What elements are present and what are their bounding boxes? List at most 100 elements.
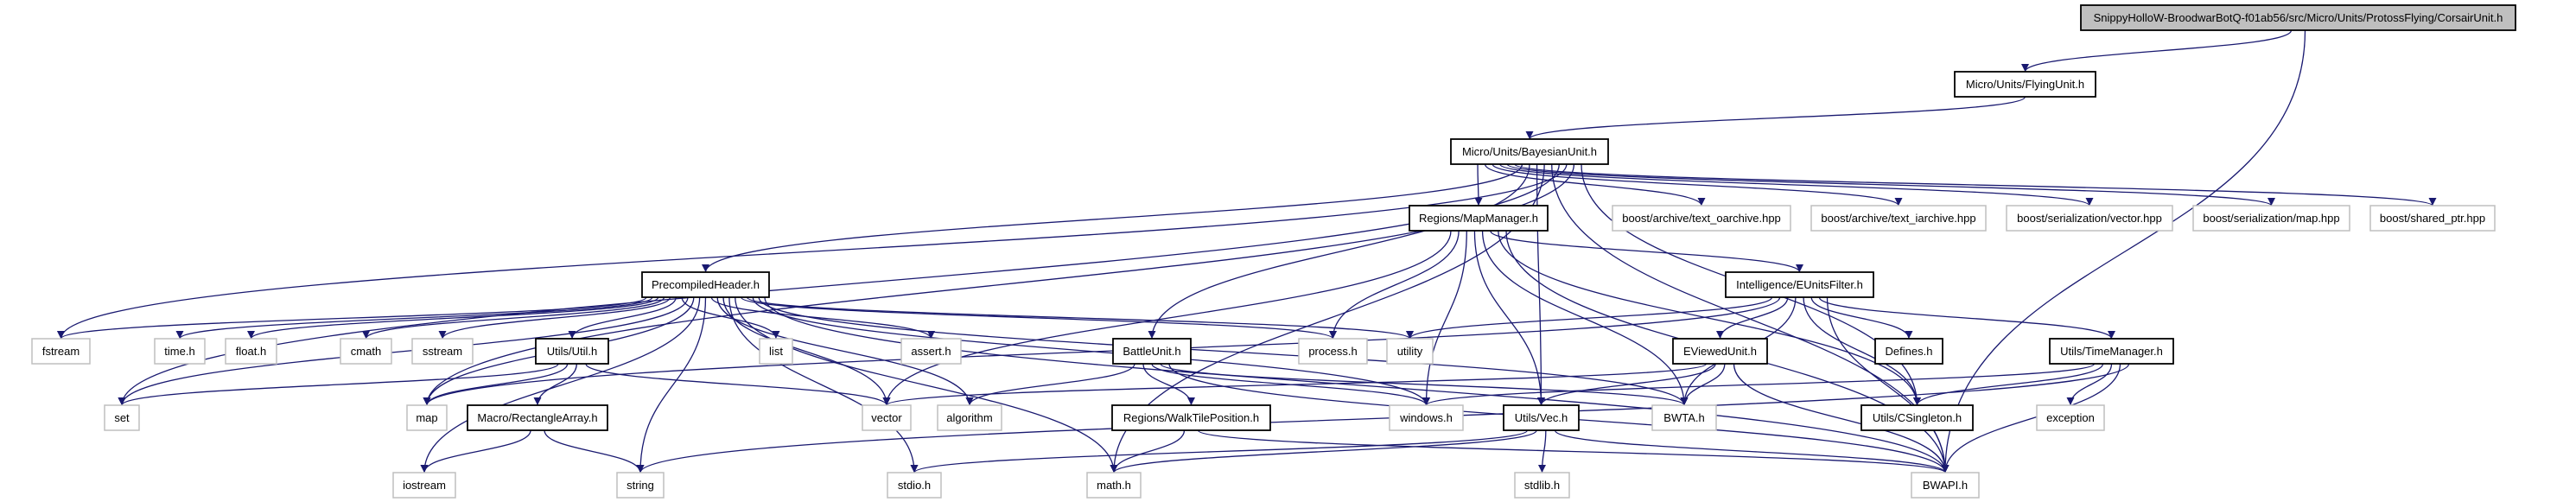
node-box	[340, 338, 392, 365]
node-eunitsfilter[interactable]: Intelligence/EUnitsFilter.h	[1725, 271, 1874, 298]
node-box	[104, 404, 140, 431]
node-utility: utility	[1386, 338, 1434, 365]
node-exception: exception	[2036, 404, 2105, 431]
node-list: list	[759, 338, 793, 365]
edge-bayesian-to-vec	[1536, 163, 1545, 406]
node-label: iostream	[403, 479, 446, 492]
node-cmath: cmath	[340, 338, 392, 365]
edge-timemanager-to-bwapi	[1941, 363, 2121, 473]
node-box	[937, 404, 1002, 431]
node-battleunit[interactable]: BattleUnit.h	[1112, 338, 1192, 365]
node-csingleton[interactable]: Utils/CSingleton.h	[1860, 404, 1974, 431]
node-box	[225, 338, 277, 365]
edge-precompiled-to-bwta	[758, 296, 1689, 406]
node-label: vector	[871, 411, 902, 424]
node-walktile[interactable]: Regions/WalkTilePosition.h	[1111, 404, 1271, 431]
edge-walktile-to-bwapi	[1197, 429, 1949, 473]
edge-precompiled-to-processh	[740, 296, 1337, 340]
node-label: stdio.h	[898, 479, 931, 492]
node-label: Utils/Util.h	[547, 345, 598, 358]
edge-vec-to-stdlibh	[1538, 429, 1547, 473]
edge-vec-to-stdioh	[910, 429, 1529, 473]
edge-eviewed-to-bwapi	[1733, 363, 1949, 473]
node-label: map	[416, 411, 437, 424]
edge-bayesian-to-precompiled	[702, 163, 1523, 273]
edge-mapmanager-to-eunitsfilter	[1490, 230, 1803, 273]
node-box	[2080, 4, 2516, 31]
node-box	[616, 472, 665, 499]
edge-timemanager-to-exception	[2066, 363, 2113, 406]
edge-precompiled-to-stdioh	[728, 296, 919, 473]
node-box	[1298, 338, 1368, 365]
node-bayesian[interactable]: Micro/Units/BayesianUnit.h	[1450, 138, 1609, 165]
node-boost_iarchive: boost/archive/text_iarchive.hpp	[1810, 205, 1987, 232]
edge-bayesian-to-boost_shared	[1514, 163, 2437, 207]
node-label: algorithm	[946, 411, 992, 424]
node-label: boost/archive/text_oarchive.hpp	[1622, 212, 1781, 225]
node-box	[1911, 472, 1980, 499]
node-box	[154, 338, 206, 365]
node-label: boost/shared_ptr.hpp	[2380, 212, 2485, 225]
edge-eviewed-to-bwta	[1680, 363, 1726, 406]
node-label: SnippyHolloW-BroodwarBotQ-f01ab56/src/Mi…	[2094, 11, 2503, 24]
edge-eunitsfilter-to-defines	[1810, 296, 1913, 340]
node-box	[2006, 205, 2173, 232]
node-box	[2369, 205, 2496, 232]
node-box	[392, 472, 456, 499]
node-box	[1111, 404, 1271, 431]
edge-mapmanager-to-windowsh	[1422, 230, 1467, 406]
node-box	[900, 338, 962, 365]
node-set: set	[104, 404, 140, 431]
node-box	[2049, 338, 2174, 365]
node-label: boost/serialization/vector.hpp	[2017, 212, 2162, 225]
node-box	[1450, 138, 1609, 165]
node-label: Intelligence/EUnitsFilter.h	[1736, 278, 1863, 291]
node-boost_map: boost/serialization/map.hpp	[2192, 205, 2350, 232]
node-label: fstream	[42, 345, 80, 358]
edge-precompiled-to-utility	[746, 296, 1414, 340]
node-mapmanager[interactable]: Regions/MapManager.h	[1409, 205, 1549, 232]
node-map: map	[406, 404, 448, 431]
edge-battleunit-to-walktile	[1142, 363, 1195, 406]
edge-precompiled-to-string	[636, 296, 707, 473]
node-eviewed[interactable]: EViewedUnit.h	[1672, 338, 1768, 365]
node-boost_oarchive: boost/archive/text_oarchive.hpp	[1612, 205, 1791, 232]
node-timemanager[interactable]: Utils/TimeManager.h	[2049, 338, 2174, 365]
node-corsair[interactable]: SnippyHolloW-BroodwarBotQ-f01ab56/src/Mi…	[2080, 4, 2516, 31]
node-label: cmath	[351, 345, 381, 358]
node-box	[1651, 404, 1717, 431]
node-box	[1672, 338, 1768, 365]
edge-util-to-vector	[585, 363, 891, 406]
edge-bayesian-to-battleunit	[1148, 163, 1530, 340]
node-mathh: math.h	[1086, 472, 1142, 499]
node-label: exception	[2046, 411, 2095, 424]
edge-util-to-rectarray	[533, 363, 577, 406]
edge-precompiled-to-bwapi	[764, 296, 1949, 473]
edge-bayesian-to-boost_map	[1506, 163, 2275, 207]
edge-battleunit-to-bwta	[1160, 363, 1689, 406]
node-label: windows.h	[1399, 411, 1453, 424]
edge-bayesian-to-boost_iarchive	[1492, 163, 1903, 207]
node-flying[interactable]: Micro/Units/FlyingUnit.h	[1954, 71, 2096, 98]
node-defines[interactable]: Defines.h	[1874, 338, 1943, 365]
edge-eunitsfilter-to-csingleton	[1803, 296, 1921, 406]
node-stdlibh: stdlib.h	[1514, 472, 1570, 499]
edge-eunitsfilter-to-map	[423, 296, 1781, 406]
node-rectarray[interactable]: Macro/RectangleArray.h	[467, 404, 608, 431]
edge-mapmanager-to-processh	[1329, 230, 1460, 340]
node-vec[interactable]: Utils/Vec.h	[1503, 404, 1580, 431]
node-label: time.h	[164, 345, 194, 358]
node-label: sstream	[423, 345, 462, 358]
node-label: set	[114, 411, 130, 424]
node-util[interactable]: Utils/Util.h	[535, 338, 609, 365]
edge-precompiled-to-list	[681, 296, 780, 340]
node-precompiled[interactable]: PrecompiledHeader.h	[641, 271, 770, 298]
node-label: utility	[1397, 345, 1423, 358]
node-label: Micro/Units/BayesianUnit.h	[1462, 145, 1597, 158]
edge-precompiled-to-floath	[247, 296, 659, 340]
node-box	[1112, 338, 1192, 365]
node-box	[1389, 404, 1464, 431]
node-label: string	[627, 479, 654, 492]
